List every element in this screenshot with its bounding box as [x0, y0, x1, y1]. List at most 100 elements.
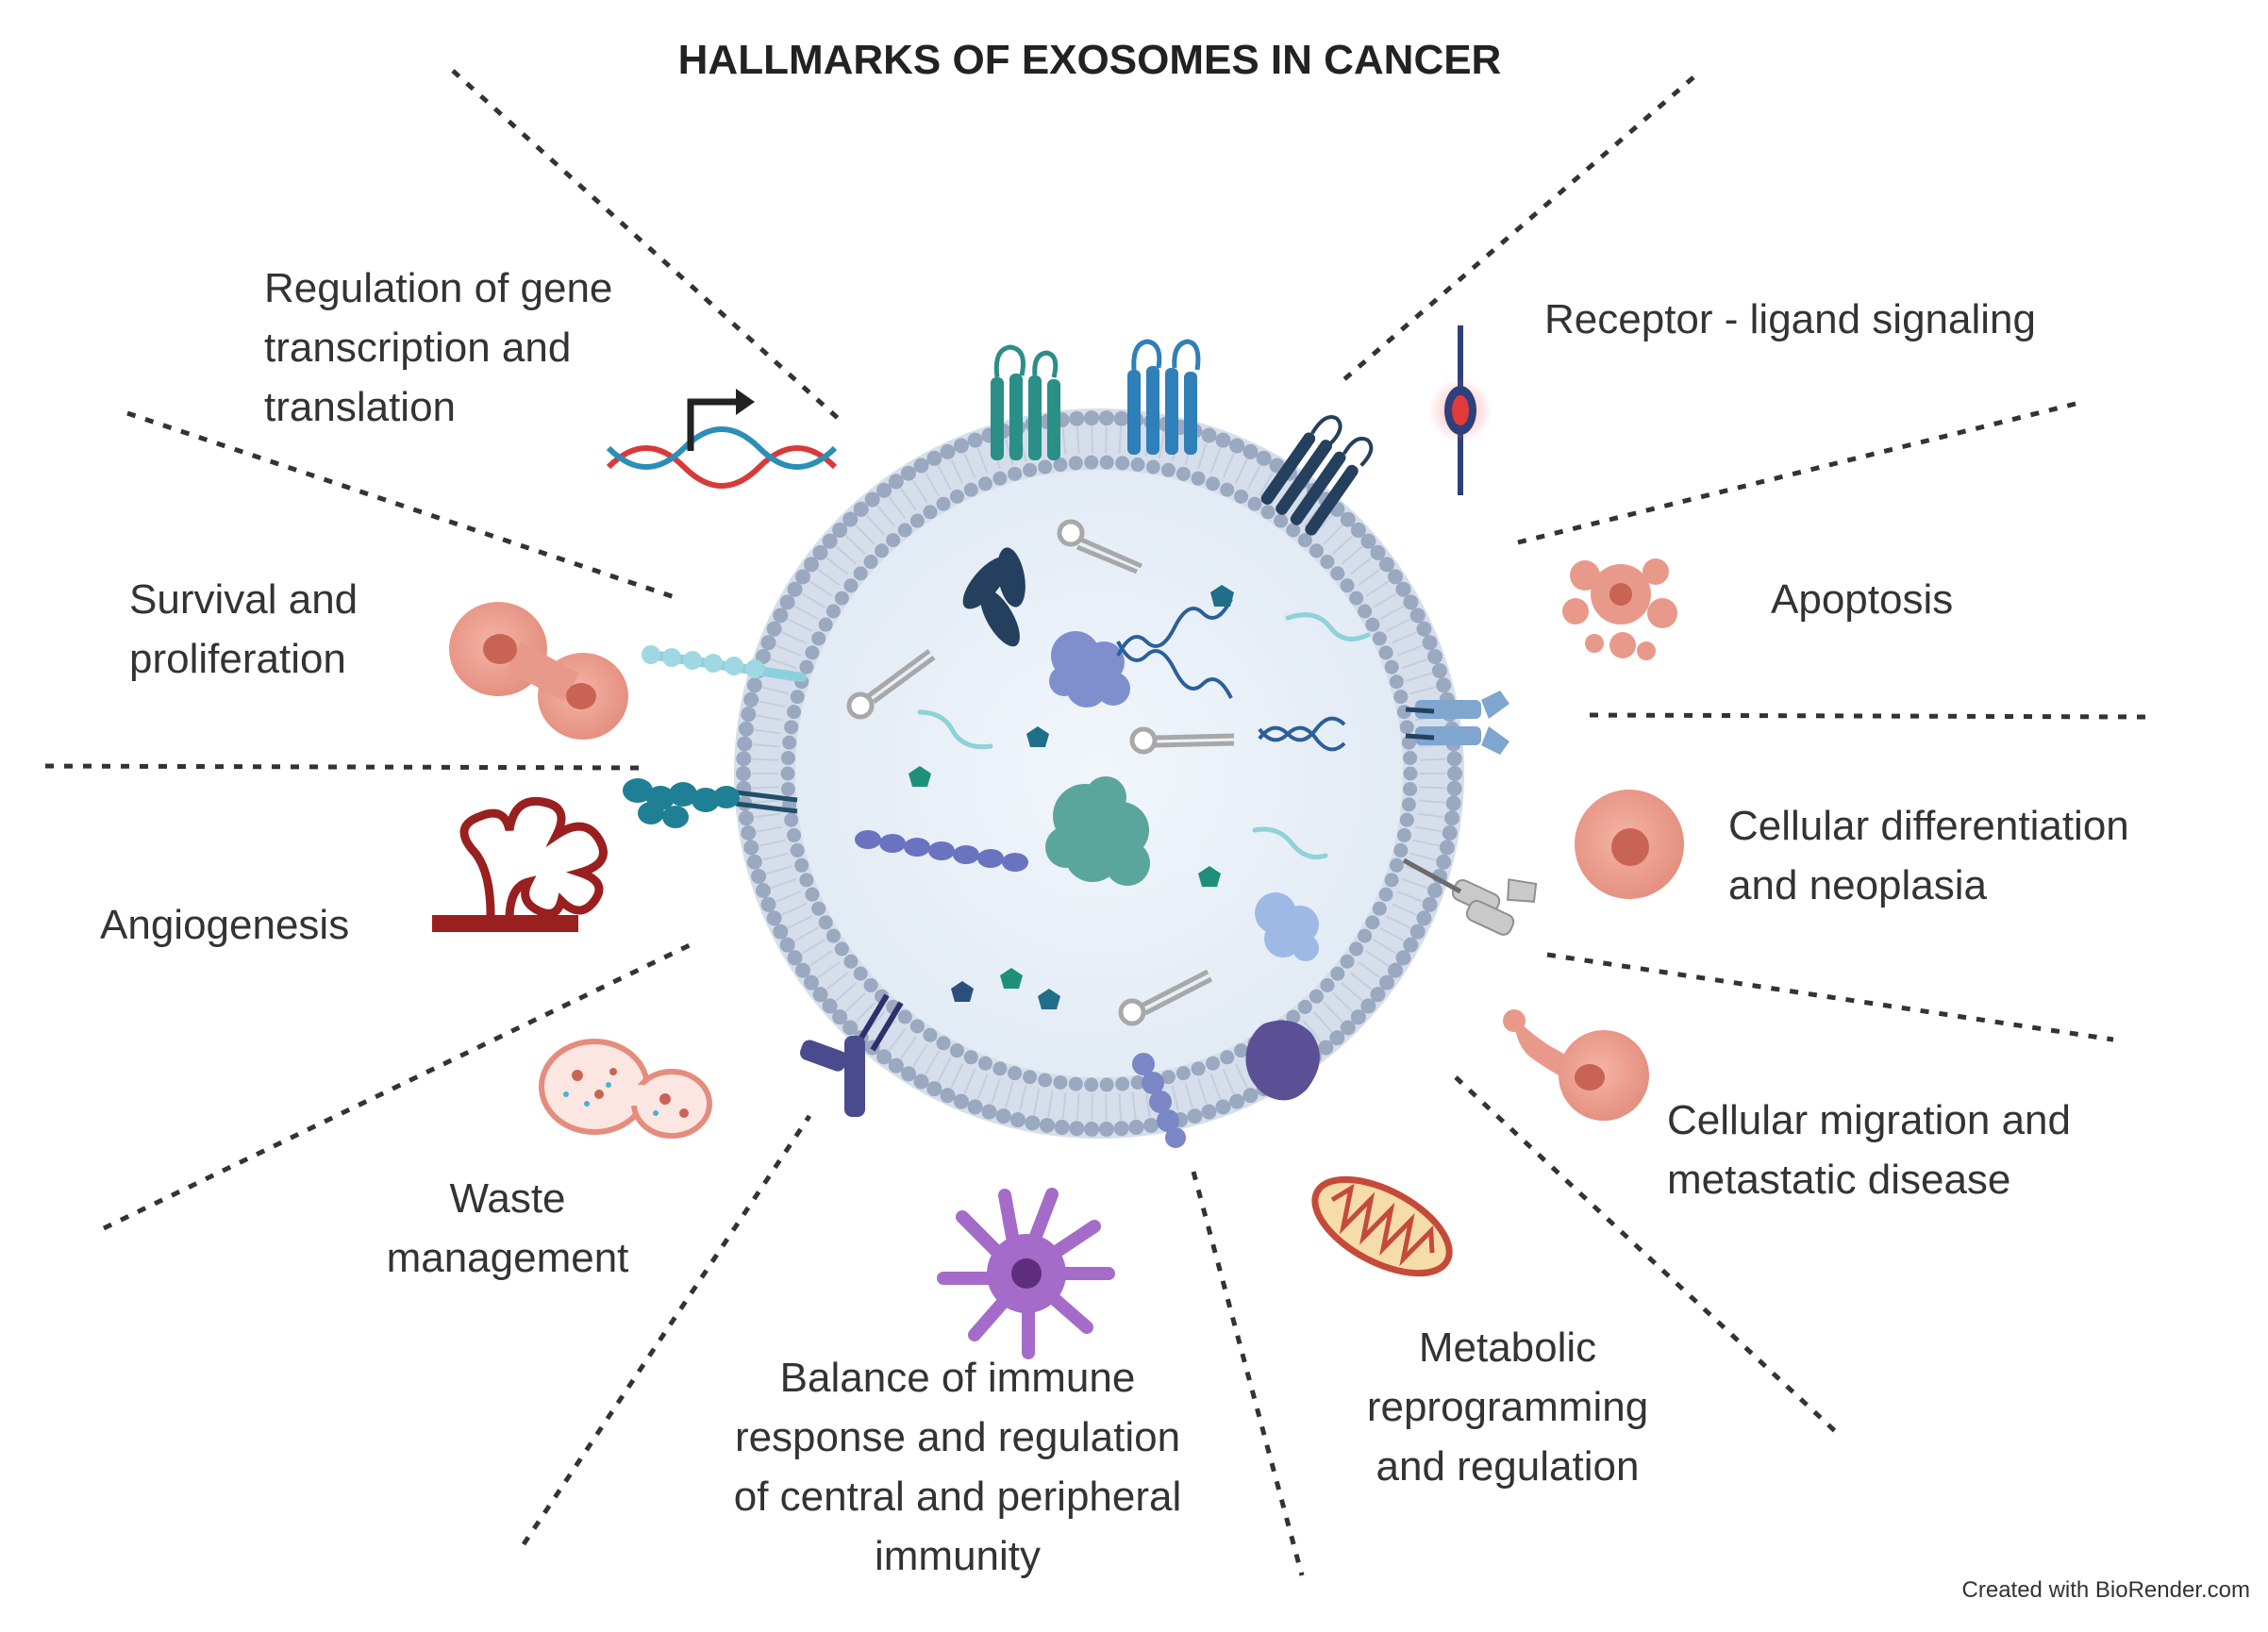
lipid-tail: [1341, 545, 1363, 565]
biorender-credit: Created with BioRender.com: [1962, 1577, 2250, 1603]
lipid-head: [949, 1043, 964, 1058]
lipid-tail: [759, 839, 786, 847]
lipid-head: [1234, 1043, 1249, 1058]
lipid-tail: [963, 453, 976, 478]
lipid-tail: [766, 865, 792, 875]
lipid-head: [1068, 456, 1083, 471]
lipid-head: [897, 1009, 912, 1024]
lipid-head: [812, 544, 828, 560]
lipid-head: [1320, 555, 1335, 570]
lipid-head: [967, 1099, 983, 1115]
lipid-head: [1365, 915, 1380, 930]
lipid-tail: [1312, 1011, 1332, 1033]
lipid-head: [818, 915, 833, 930]
lipid-head: [977, 476, 992, 491]
lipid-head: [773, 924, 789, 940]
lipid-head: [1229, 438, 1245, 454]
svg-text:reprogramming: reprogramming: [1367, 1384, 1648, 1430]
lipid-tail: [1047, 1091, 1054, 1118]
lipid-head: [1372, 901, 1387, 916]
lipid-head: [773, 608, 789, 624]
lipid-head: [834, 941, 849, 957]
hallmark-label-differentiation: Cellular differentiation and neoplasia: [1728, 803, 2129, 908]
lipid-tail: [756, 714, 783, 722]
lipid-head: [1113, 1121, 1129, 1137]
lipid-head: [995, 1108, 1011, 1124]
lipid-tail: [900, 1036, 917, 1059]
lipid-tail: [801, 939, 825, 955]
svg-text:of central and peripheral: of central and peripheral: [734, 1474, 1182, 1520]
lipid-tail: [925, 472, 940, 497]
lipid-head: [1399, 812, 1414, 827]
lipid-head: [787, 581, 803, 597]
lipid-tail: [1401, 877, 1427, 889]
lipid-head: [746, 677, 762, 693]
lipid-tail: [1373, 592, 1397, 608]
lipid-head: [1069, 1121, 1085, 1137]
lipid-tail: [866, 514, 886, 536]
lipid-head: [1098, 1121, 1114, 1137]
lipid-head: [1370, 987, 1386, 1003]
lipid-tail: [1118, 426, 1123, 454]
lipid-tail: [1209, 1074, 1222, 1100]
lipid-head: [804, 557, 820, 573]
lipid-head: [743, 691, 759, 708]
lipid-tail: [817, 568, 841, 586]
lipid-head: [1242, 1088, 1259, 1104]
lipid-head: [888, 474, 904, 490]
lipid-tail: [1105, 426, 1108, 454]
lipid-head: [790, 842, 805, 858]
lipid-tail: [752, 786, 779, 790]
lipid-head: [1349, 591, 1364, 606]
lipid-head: [977, 1056, 992, 1071]
lipid-tail: [1349, 972, 1373, 991]
lipid-tail: [1323, 525, 1343, 545]
dna-cargo: [1116, 598, 1346, 752]
hallmark-label-apoptosis: Apoptosis: [1771, 576, 1953, 623]
lipid-head: [1445, 795, 1461, 811]
lipid-head: [780, 751, 795, 766]
lipid-head: [1372, 631, 1387, 646]
lipid-head: [1427, 649, 1443, 665]
lipid-tail: [1373, 939, 1397, 955]
lipid-head: [1403, 594, 1419, 610]
lipid-head: [853, 566, 868, 581]
svg-text:response and regulation: response and regulation: [735, 1414, 1180, 1460]
lipid-head: [1318, 1040, 1334, 1056]
lipid-head: [1215, 1099, 1231, 1115]
lipid-head: [1396, 827, 1411, 842]
membrane-protein-purple: [1245, 1020, 1320, 1101]
lipid-head: [1444, 810, 1460, 826]
lipid-head: [1038, 1073, 1053, 1088]
lipid-tail: [1379, 926, 1404, 942]
lipid-head: [1358, 928, 1373, 943]
lipid-head: [804, 974, 820, 991]
diagram-title: HALLMARKS OF EXOSOMES IN CANCER: [678, 37, 1502, 83]
lipid-head: [1309, 989, 1324, 1004]
lipid-tail: [937, 465, 952, 491]
protein-chain-bottom: [1132, 1053, 1186, 1148]
protein-cargo-teal: [1045, 776, 1150, 886]
lipid-head: [1403, 781, 1418, 796]
lipid-head: [1187, 1108, 1203, 1124]
lipid-head: [864, 491, 880, 508]
lipid-tail: [1365, 580, 1390, 597]
lipid-tail: [888, 496, 907, 519]
lipid-head: [832, 1009, 848, 1025]
lipid-head: [746, 854, 762, 870]
lipid-head: [888, 1057, 904, 1074]
receptor-ligand-icon: [1428, 325, 1493, 495]
lipid-head: [736, 766, 751, 781]
lipid-tail: [900, 488, 917, 511]
lipid-head: [787, 705, 802, 720]
lipid-head: [1365, 617, 1380, 632]
lipid-head: [766, 910, 782, 926]
lipid-tail: [876, 505, 896, 527]
lipid-head: [1297, 533, 1312, 548]
peptide-chain-cargo: [855, 830, 1028, 872]
lipid-head: [1378, 887, 1393, 902]
lipid-head: [1084, 1077, 1099, 1092]
lipid-tail: [754, 812, 781, 819]
svg-text:Cellular differentiation: Cellular differentiation: [1728, 803, 2129, 849]
lipid-head: [751, 868, 767, 884]
